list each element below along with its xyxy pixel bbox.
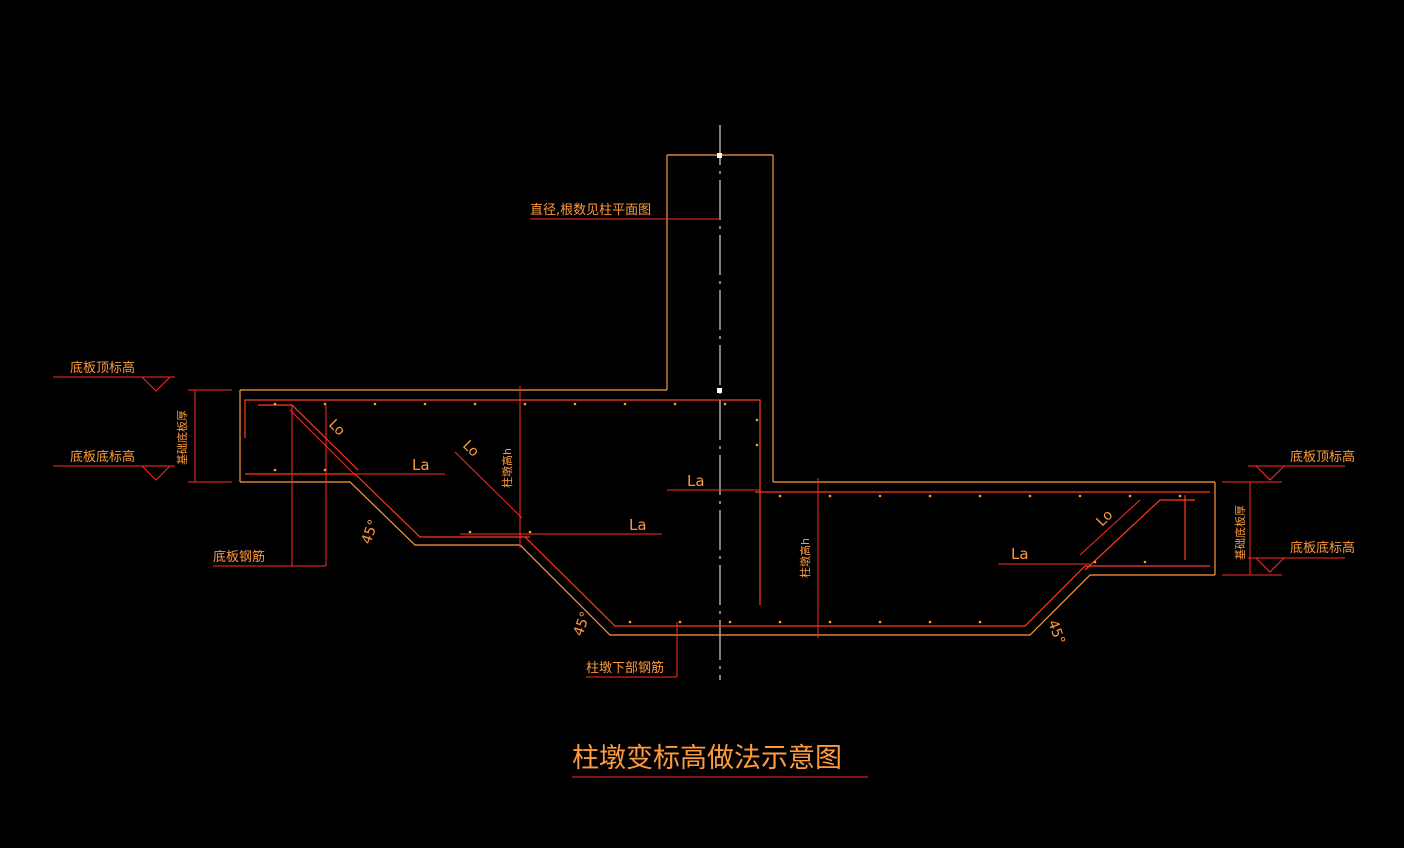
slab-rebar-label: 底板钢筋 xyxy=(213,549,265,565)
rebar-dot xyxy=(978,494,982,498)
elevation-markers xyxy=(140,376,1286,573)
rebar-dot xyxy=(728,620,732,624)
elev-marker-right-bottom xyxy=(1254,557,1286,573)
elev-marker-right-top xyxy=(1254,465,1286,481)
rebar-dot xyxy=(778,494,782,498)
la-label-1: La xyxy=(412,456,430,474)
rebar-dot xyxy=(755,418,759,422)
rebar-dot xyxy=(1028,494,1032,498)
rebar-dot xyxy=(1093,560,1097,564)
rebar-section-dots xyxy=(273,402,1182,624)
rebar-dot xyxy=(778,620,782,624)
rebar-dot xyxy=(673,402,677,406)
column-rebar-note: 直径,根数见柱平面图 xyxy=(530,203,651,218)
angle-label-1: 45° xyxy=(359,518,383,547)
rebar-dot xyxy=(928,494,932,498)
rebar-dot xyxy=(273,468,277,472)
rebar-dot xyxy=(755,443,759,447)
rebar-dot xyxy=(928,620,932,624)
concrete-outline xyxy=(239,154,1216,636)
rebar-dot xyxy=(1128,494,1132,498)
right-top-elevation-label: 底板顶标高 xyxy=(1290,449,1355,465)
left-top-elevation-label: 底板顶标高 xyxy=(70,360,135,376)
rebar-dot xyxy=(528,530,532,534)
angle-label-3: 45° xyxy=(1044,618,1068,647)
labels: 直径,根数见柱平面图 底板顶标高 底板底标高 基础底板厚 底板顶标高 底板底标高… xyxy=(70,203,1355,774)
elev-marker-left-bottom xyxy=(140,465,172,481)
pier-height-left-label: 柱墩高h xyxy=(500,448,514,488)
rebar-dot xyxy=(878,620,882,624)
dimension-lines xyxy=(53,218,1345,778)
la-label-2: La xyxy=(629,516,647,534)
rebar-dot xyxy=(273,402,277,406)
rebar-dot xyxy=(978,620,982,624)
lo-label-2: Lo xyxy=(459,438,482,461)
pier-height-right-label: 柱墩高h xyxy=(798,538,812,578)
grip-points xyxy=(717,153,722,393)
elev-marker-left-top xyxy=(140,376,172,392)
lo-label-1: Lo xyxy=(325,417,348,440)
angle-label-2: 45° xyxy=(571,610,595,639)
drawing-title: 柱墩变标高做法示意图 xyxy=(572,743,842,774)
rebar-lines xyxy=(244,399,1210,627)
rebar-dot xyxy=(828,494,832,498)
rebar-dot xyxy=(723,402,727,406)
rebar-dot xyxy=(1178,494,1182,498)
rebar-dot xyxy=(623,402,627,406)
rebar-dot xyxy=(828,620,832,624)
rebar-dot xyxy=(1078,494,1082,498)
rebar-dot xyxy=(628,620,632,624)
la-label-4: La xyxy=(1011,545,1029,563)
right-bottom-elevation-label: 底板底标高 xyxy=(1290,540,1355,556)
left-thickness-label: 基础底板厚 xyxy=(175,410,189,465)
rebar-dot xyxy=(1143,560,1147,564)
rebar-dot xyxy=(523,402,527,406)
right-thickness-label: 基础底板厚 xyxy=(1233,505,1247,560)
rebar-dot xyxy=(468,530,472,534)
left-bottom-elevation-label: 底板底标高 xyxy=(70,449,135,465)
pier-bottom-rebar-label: 柱墩下部钢筋 xyxy=(586,660,664,676)
rebar-dot xyxy=(678,620,682,624)
la-label-3: La xyxy=(687,472,705,490)
rebar-dot xyxy=(373,402,377,406)
rebar-dot xyxy=(423,402,427,406)
rebar-dot xyxy=(473,402,477,406)
rebar-dot xyxy=(878,494,882,498)
rebar-dot xyxy=(573,402,577,406)
rebar-dot xyxy=(323,468,327,472)
rebar-dot xyxy=(323,402,327,406)
lo-label-3: Lo xyxy=(1094,507,1117,530)
